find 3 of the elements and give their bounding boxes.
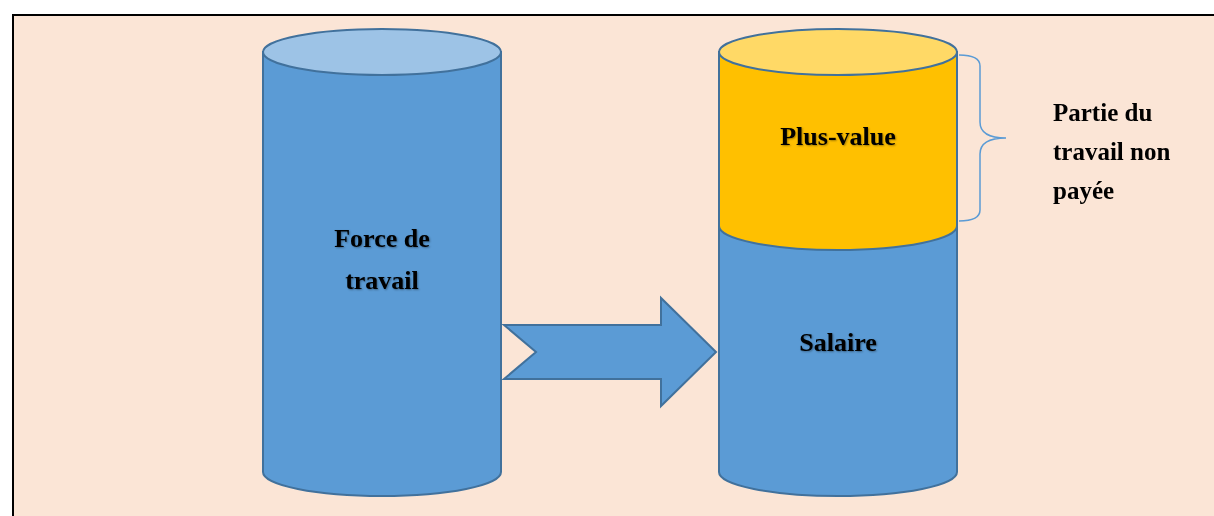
brace-note: Partie du travail non payée xyxy=(1053,98,1172,206)
chevron-arrow xyxy=(501,295,718,409)
cylinder-label: Salaire xyxy=(798,327,878,359)
